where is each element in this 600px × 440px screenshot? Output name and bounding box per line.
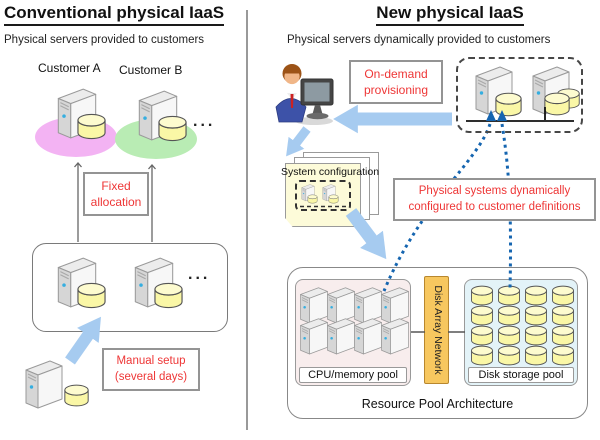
admin-to-config-arrow bbox=[286, 126, 311, 157]
admin-user-icon bbox=[275, 63, 334, 126]
left-subtitle: Physical servers provided to customers bbox=[4, 34, 205, 46]
dynamic-config-line1: Physical systems dynamically bbox=[418, 185, 571, 197]
on-demand-line1: On-demand bbox=[364, 67, 428, 81]
right-title: New physical IaaS bbox=[310, 3, 590, 26]
left-title: Conventional physical IaaS bbox=[4, 3, 225, 26]
system-configuration-label: System configuration bbox=[281, 166, 380, 178]
right-title-text: New physical IaaS bbox=[376, 3, 524, 26]
manual-setup-line1: Manual setup bbox=[116, 355, 186, 367]
disk-icon bbox=[77, 282, 106, 309]
disk-array-network-box bbox=[424, 276, 449, 384]
disk-icon bbox=[498, 345, 520, 366]
server-icon bbox=[300, 318, 328, 355]
cpu-server-grid bbox=[299, 285, 409, 356]
mini-config-dashed-box bbox=[295, 180, 351, 211]
disk-pool-label: Disk storage pool bbox=[468, 367, 574, 383]
disk-icon bbox=[471, 345, 493, 366]
dynamic-config-callout: Physical systems dynamically configured … bbox=[393, 178, 596, 222]
server-icon bbox=[381, 318, 409, 355]
server-icon bbox=[354, 318, 382, 355]
pool-ellipsis: ... bbox=[188, 266, 211, 283]
disk-array-network-label: Disk Array Network bbox=[432, 285, 444, 375]
disk-icon bbox=[552, 345, 574, 366]
manual-setup-callout: Manual setup (several days) bbox=[102, 348, 200, 392]
resource-pool-label: Resource Pool Architecture bbox=[361, 397, 514, 411]
manual-setup-line2: (several days) bbox=[114, 370, 188, 383]
on-demand-line2: provisioning bbox=[363, 83, 429, 98]
fixed-allocation-callout: Fixed allocation bbox=[83, 172, 149, 217]
disk-icon bbox=[154, 282, 183, 309]
server-icon bbox=[25, 360, 63, 409]
customer-b-label: Customer B bbox=[119, 63, 183, 77]
disk-storage-grid bbox=[470, 284, 578, 367]
on-demand-callout: On-demand provisioning bbox=[349, 60, 443, 105]
right-subtitle: Physical servers dynamically provided to… bbox=[287, 34, 551, 46]
customer-a-label: Customer A bbox=[38, 61, 101, 75]
dynamic-config-line2: configured to customer definitions bbox=[408, 200, 581, 213]
customer-systems-dashed-box bbox=[456, 57, 583, 133]
cpu-pool-label: CPU/memory pool bbox=[299, 367, 407, 383]
left-title-text: Conventional physical IaaS bbox=[4, 3, 225, 26]
server-icon bbox=[327, 318, 355, 355]
panel-divider bbox=[246, 10, 248, 430]
disk-icon bbox=[158, 115, 187, 142]
disk-icon bbox=[525, 345, 547, 366]
disk-icon bbox=[77, 113, 106, 140]
customers-ellipsis: ... bbox=[193, 113, 216, 130]
manual-setup-arrow bbox=[65, 316, 101, 365]
disk-icon bbox=[64, 384, 89, 407]
